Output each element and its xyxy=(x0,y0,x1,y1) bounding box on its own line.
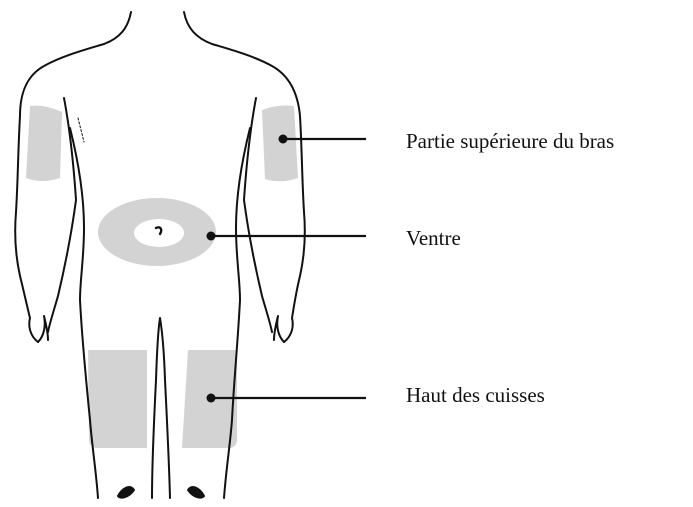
right-hand-outline xyxy=(274,316,284,342)
navel-mark xyxy=(156,227,161,234)
label-upper-arm: Partie supérieure du bras xyxy=(406,131,614,152)
inner-legs xyxy=(152,318,170,498)
left-knee-mark xyxy=(118,487,134,497)
leader-dot-upper-arm xyxy=(279,135,288,144)
label-thighs: Haut des cuisses xyxy=(406,385,545,406)
zone-left-upper-arm xyxy=(26,106,62,181)
leader-dot-thighs xyxy=(207,394,216,403)
zone-left-thigh xyxy=(88,350,147,448)
right-knee-mark xyxy=(188,487,204,497)
leader-dot-belly xyxy=(207,232,216,241)
left-hand-outline xyxy=(38,316,48,342)
zone-belly xyxy=(98,198,216,266)
label-belly: Ventre xyxy=(406,228,461,249)
left-elbow-detail xyxy=(78,118,84,142)
zone-right-upper-arm xyxy=(262,106,298,182)
